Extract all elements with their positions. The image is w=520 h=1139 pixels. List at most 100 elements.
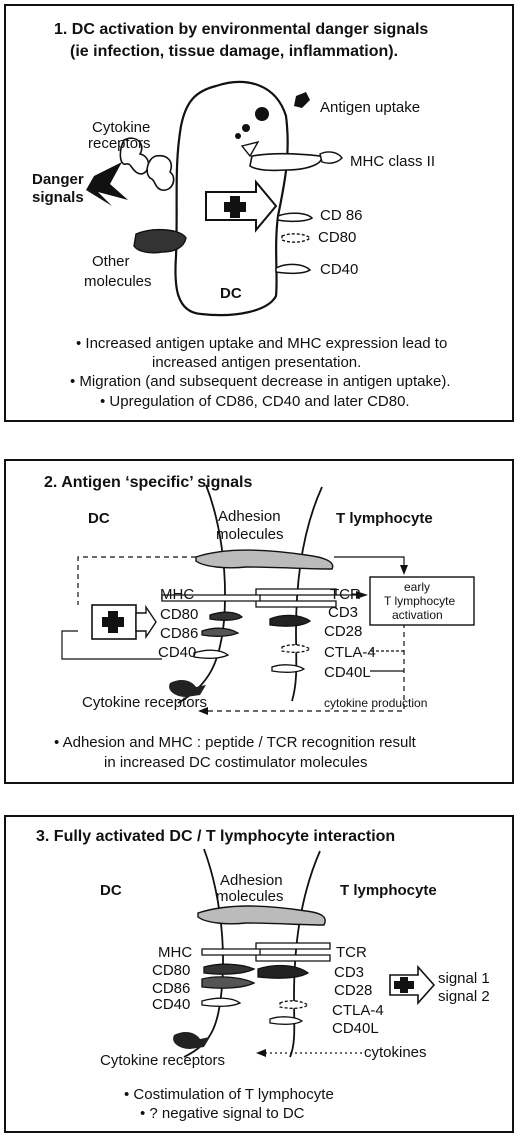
label-adhesion-2: molecules	[216, 526, 284, 543]
panel3-diagram: 3. Fully activated DC / T lymphocyte int…	[36, 828, 490, 1122]
label-dc: DC	[88, 510, 110, 527]
panel2-bullet-line2: in increased DC costimulator molecules	[104, 754, 367, 771]
label-ctla4: CTLA-4	[324, 644, 376, 661]
panel-antigen-signals: 2. Antigen ‘specific’ signals	[4, 459, 514, 784]
label-t-lymphocyte: T lymphocyte	[336, 510, 433, 527]
ctla4-shape	[281, 644, 312, 653]
label-dc: DC	[100, 882, 122, 899]
cross-icon	[224, 196, 246, 218]
adhesion-molecule-shape	[195, 549, 334, 570]
cross-icon	[102, 611, 124, 633]
label-mhc: MHC	[160, 586, 194, 603]
label-cd86: CD86	[160, 625, 198, 642]
antigen-dot	[255, 107, 269, 121]
label-cytokine-2: receptors	[88, 135, 151, 152]
panel1-title-line2: (ie infection, tissue damage, inflammati…	[70, 43, 398, 60]
label-cytokine-1: Cytokine	[92, 119, 150, 136]
label-adhesion-2: molecules	[216, 888, 284, 905]
label-cytokine-production: cytokine production	[324, 696, 427, 710]
label-antigen-uptake: Antigen uptake	[320, 99, 420, 116]
antigen-icon	[294, 92, 310, 108]
panel-dc-activation: 1. DC activation by environmental danger…	[4, 4, 514, 422]
label-cd40: CD40	[320, 261, 358, 278]
antigen-dot	[235, 133, 241, 139]
cd40l-shape	[269, 1016, 304, 1025]
mhc-class-ii-shape	[319, 151, 343, 164]
mhc-tcr-shape	[161, 588, 337, 608]
panel1-bullet1-line1: • Increased antigen uptake and MHC expre…	[76, 335, 447, 352]
cytokine-receptor-shape	[173, 1032, 210, 1049]
label-dc: DC	[220, 285, 242, 302]
label-t-lymphocyte: T lymphocyte	[340, 882, 437, 899]
triangle-icon	[240, 140, 260, 158]
label-cd40: CD40	[152, 996, 190, 1013]
label-cd28: CD28	[324, 623, 362, 640]
left-feedback-line	[61, 630, 162, 660]
t-cell-membrane	[289, 850, 321, 1058]
label-ctla4: CTLA-4	[332, 1002, 384, 1019]
panel3-bullet2: • ? negative signal to DC	[140, 1105, 305, 1122]
cross-icon	[394, 977, 414, 993]
cd80-shape	[209, 611, 244, 621]
label-cd86: CD86	[152, 980, 190, 997]
label-cytokine-receptors: Cytokine receptors	[82, 694, 207, 711]
arrowhead-icon	[256, 1049, 266, 1057]
dc-arrow-icon	[135, 604, 157, 640]
label-cd40l: CD40L	[324, 664, 371, 681]
label-adhesion-1: Adhesion	[220, 872, 283, 889]
panel1-bullet3: • Upregulation of CD86, CD40 and later C…	[100, 393, 410, 410]
early-activation-box	[369, 576, 475, 626]
adhesion-molecule-shape	[197, 905, 326, 926]
label-cytokine-receptors: Cytokine receptors	[100, 1052, 225, 1069]
arrowhead-icon	[356, 591, 368, 599]
label-cd86: CD 86	[320, 207, 363, 224]
cd86-shape	[201, 976, 256, 989]
mhc-class-ii-shape	[249, 152, 323, 172]
label-mhc: MHC	[158, 944, 192, 961]
cd40l-shape	[271, 664, 306, 673]
label-cd3: CD3	[334, 964, 364, 981]
panel1-diagram: 1. DC activation by environmental danger…	[32, 21, 451, 410]
arrowhead-icon	[400, 565, 408, 575]
cd40-shape	[275, 263, 312, 275]
other-molecule-shape	[133, 228, 187, 254]
panel-full-activation: 3. Fully activated DC / T lymphocyte int…	[4, 815, 514, 1133]
label-tcr: TCR	[336, 944, 367, 961]
arrowhead-icon	[198, 707, 208, 715]
label-early-1: early	[404, 580, 430, 594]
ctla4-shape	[279, 1000, 310, 1009]
label-other-1: Other	[92, 253, 130, 270]
mhc-tcr-shape	[201, 942, 331, 962]
feedback-dashed-line	[77, 556, 196, 605]
label-cd80: CD80	[318, 229, 356, 246]
cytokine-receptor-shape	[146, 154, 175, 191]
cd28-shape	[257, 964, 310, 979]
label-cd3: CD3	[328, 604, 358, 621]
label-cd40: CD40	[158, 644, 196, 661]
label-early-2: T lymphocyte	[384, 594, 455, 608]
cytokine-production-line	[206, 623, 405, 712]
cytokine-receptor-shape	[169, 680, 206, 697]
cd28-shape	[269, 614, 312, 627]
cd80-shape	[281, 233, 311, 243]
panel1-title-line1: 1. DC activation by environmental danger…	[54, 21, 428, 38]
label-adhesion-1: Adhesion	[218, 508, 281, 525]
panel3-bullet1: • Costimulation of T lymphocyte	[124, 1086, 334, 1103]
feedback-arrow-top	[334, 556, 405, 567]
label-tcr: TCR	[330, 586, 361, 603]
label-signal1: signal 1	[438, 970, 490, 987]
cd80-shape	[203, 963, 256, 975]
label-cd28: CD28	[334, 982, 372, 999]
antigen-dot	[242, 124, 250, 132]
cd40-shape	[193, 649, 230, 659]
panel2-title: 2. Antigen ‘specific’ signals	[44, 474, 252, 491]
cd86-shape	[277, 212, 314, 223]
cd86-shape	[201, 627, 240, 637]
label-mhc-class-ii: MHC class II	[350, 153, 435, 170]
label-cd80: CD80	[152, 962, 190, 979]
label-danger-1: Danger	[32, 171, 84, 188]
label-cd80: CD80	[160, 606, 198, 623]
panel1-bullet1-line2: increased antigen presentation.	[152, 354, 361, 371]
label-cd40l: CD40L	[332, 1020, 379, 1037]
label-early-3: activation	[392, 608, 443, 622]
